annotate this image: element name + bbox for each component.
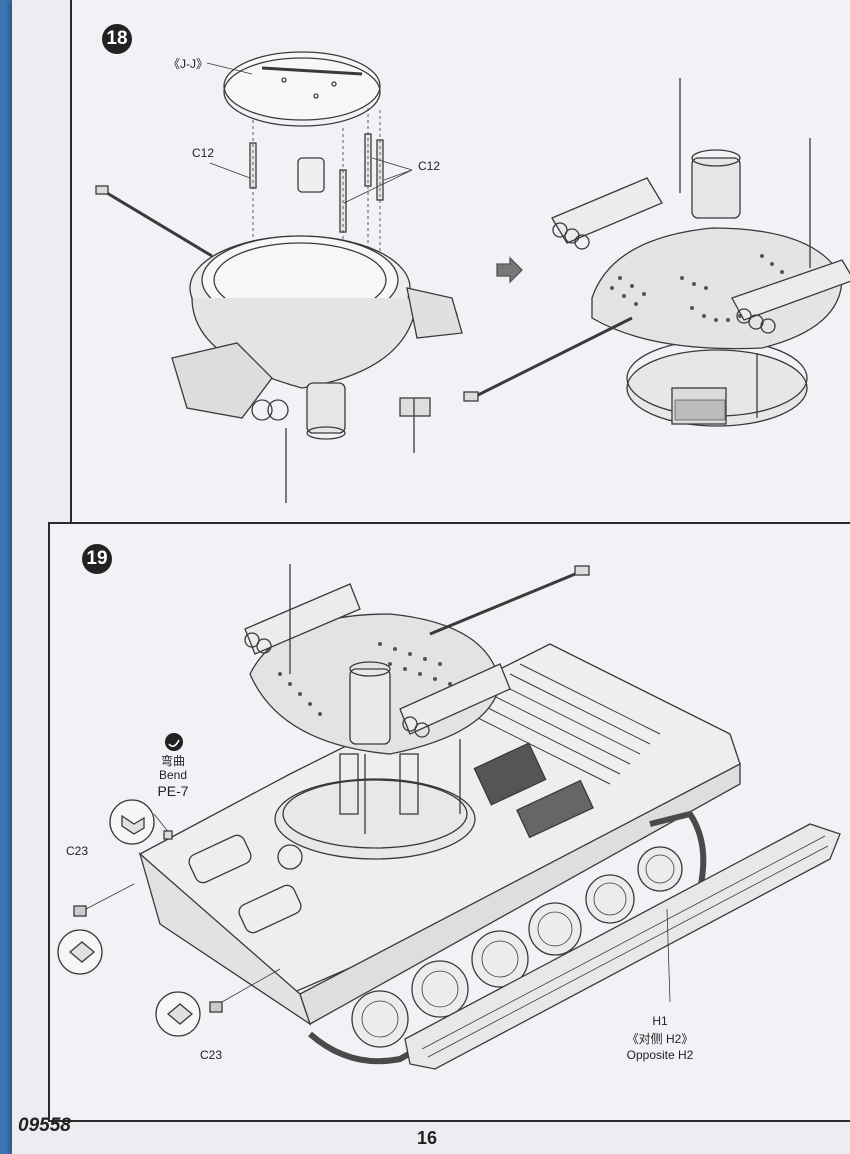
label-part-pe7: PE-7 [157, 783, 189, 799]
label-c12-right: C12 [418, 159, 441, 173]
label-bend-cn: 弯曲 [160, 754, 185, 768]
label-c23-top: C23 [66, 844, 89, 858]
step-18-panel: 18 [70, 0, 850, 530]
label-c12-left: C12 [192, 146, 215, 160]
label-h2-cn: 《对侧 H2》 [626, 1032, 694, 1046]
step-19-panel: 19 [48, 522, 850, 1122]
label-h2-en: Opposite H2 [626, 1048, 694, 1062]
label-jj: 《J-J》 [168, 57, 208, 71]
label-bend-en: Bend [158, 768, 188, 782]
step-number-badge: 19 [82, 544, 112, 574]
instruction-page: 18 [12, 0, 850, 1154]
step-number-badge: 18 [102, 24, 132, 54]
vehicle-assembly-diagram [57, 564, 841, 1070]
page-number: 16 [417, 1128, 438, 1148]
kit-number: 09558 [18, 1115, 71, 1136]
label-h1: H1 [652, 1014, 668, 1028]
turret-assembly-diagram [95, 51, 850, 503]
label-c23-bottom: C23 [200, 1048, 223, 1062]
